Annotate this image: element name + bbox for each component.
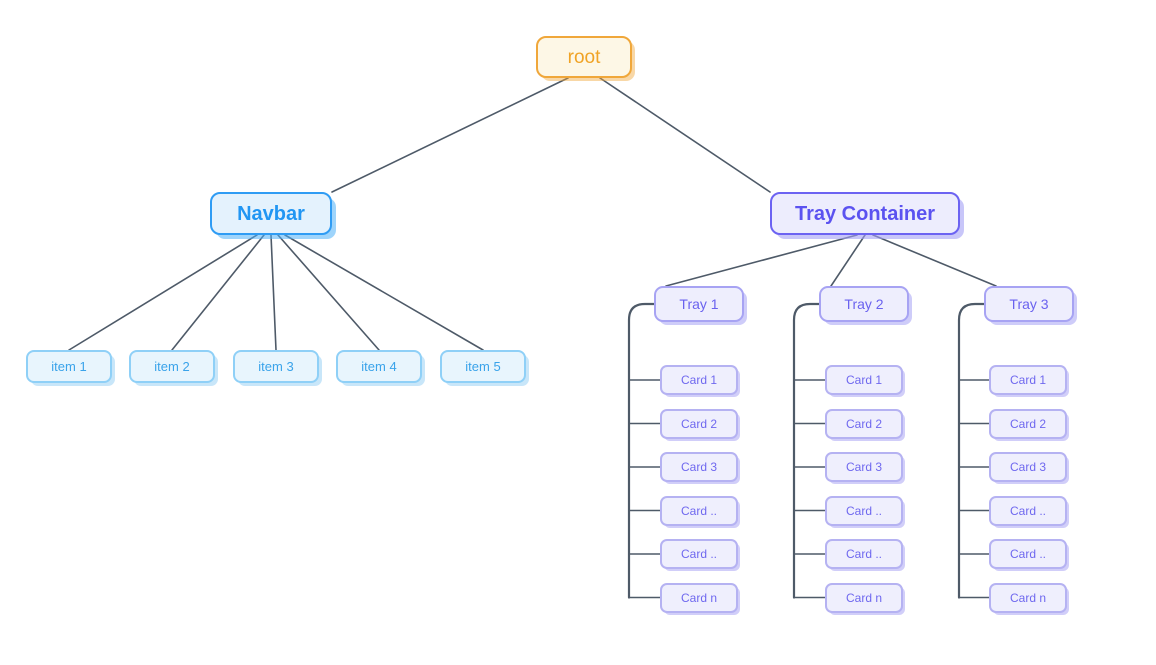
node-tray-2-card-5-label: Card .. xyxy=(845,547,882,561)
node-tray-1-card-1[interactable]: Card 1 xyxy=(660,365,738,395)
node-tray-2-card-2[interactable]: Card 2 xyxy=(825,408,903,439)
node-tray-1-card-3-label: Card 3 xyxy=(680,460,718,474)
node-item-1-label: item 1 xyxy=(51,359,87,374)
edge-tray-container-tray-2 xyxy=(830,234,866,287)
node-tray-2-card-6-label: Card n xyxy=(845,590,883,605)
node-tray-3-card-4-label: Card .. xyxy=(1009,503,1046,518)
node-tray-container[interactable]: Tray Container xyxy=(770,192,960,235)
node-tray-3-card-2-label: Card 2 xyxy=(1009,416,1047,431)
node-tray-3-card-1-label: Card 1 xyxy=(1009,373,1047,387)
node-tray-2-card-1[interactable]: Card 1 xyxy=(825,365,903,395)
node-tray-3-card-4[interactable]: Card .. xyxy=(989,495,1067,526)
node-tray-2-card-3-label: Card 3 xyxy=(845,460,883,474)
node-tray-3[interactable]: Tray 3 xyxy=(984,286,1074,322)
node-item-5-label: item 5 xyxy=(465,359,501,374)
node-tray-1-card-4-label: Card .. xyxy=(680,503,717,518)
node-tray-container-label: Tray Container xyxy=(794,202,936,225)
edge-navbar-item-5 xyxy=(284,234,484,351)
node-tray-3-card-5-label: Card .. xyxy=(1009,547,1046,561)
node-tray-2-card-4-label: Card .. xyxy=(845,503,882,518)
node-root[interactable]: root xyxy=(536,36,632,78)
edge-navbar-item-1 xyxy=(68,234,258,351)
node-tray-1[interactable]: Tray 1 xyxy=(654,286,744,322)
node-item-4-label: item 4 xyxy=(361,359,397,374)
edge-root-navbar xyxy=(331,77,569,193)
node-item-2[interactable]: item 2 xyxy=(129,350,215,383)
tray-2-trunk xyxy=(792,302,821,599)
node-tray-1-card-2[interactable]: Card 2 xyxy=(660,408,738,439)
node-tray-3-label: Tray 3 xyxy=(1009,296,1049,312)
node-tray-1-card-4[interactable]: Card .. xyxy=(660,495,738,526)
edge-tray-container-tray-1 xyxy=(665,234,858,287)
node-tray-1-card-6-label: Card n xyxy=(680,590,718,605)
node-item-4[interactable]: item 4 xyxy=(336,350,422,383)
node-root-label: root xyxy=(567,46,601,68)
node-tray-1-label: Tray 1 xyxy=(679,296,719,312)
node-tray-3-card-6-label: Card n xyxy=(1009,590,1047,605)
node-tray-2-card-3[interactable]: Card 3 xyxy=(825,452,903,482)
node-tray-2[interactable]: Tray 2 xyxy=(819,286,909,322)
tray-1-trunk xyxy=(627,302,656,599)
node-tray-1-card-1-label: Card 1 xyxy=(680,373,718,387)
tray-3-trunk xyxy=(957,302,986,599)
node-navbar-label: Navbar xyxy=(237,202,305,225)
edge-navbar-item-3 xyxy=(270,234,277,351)
node-tray-2-card-1-label: Card 1 xyxy=(845,373,883,387)
node-tray-3-card-5[interactable]: Card .. xyxy=(989,539,1067,569)
node-tray-1-card-3[interactable]: Card 3 xyxy=(660,452,738,482)
node-tray-1-card-5-label: Card .. xyxy=(680,547,717,561)
node-tray-2-card-2-label: Card 2 xyxy=(845,416,883,431)
node-tray-3-card-6[interactable]: Card n xyxy=(989,582,1067,613)
node-tray-3-card-1[interactable]: Card 1 xyxy=(989,365,1067,395)
edge-root-tray-container xyxy=(599,77,771,193)
node-tray-2-card-4[interactable]: Card .. xyxy=(825,495,903,526)
node-item-3[interactable]: item 3 xyxy=(233,350,319,383)
node-item-2-label: item 2 xyxy=(154,359,190,374)
node-tray-2-label: Tray 2 xyxy=(844,296,884,312)
edge-navbar-item-4 xyxy=(277,234,380,351)
node-item-5[interactable]: item 5 xyxy=(440,350,526,383)
node-item-3-label: item 3 xyxy=(258,359,294,374)
node-tray-3-card-3[interactable]: Card 3 xyxy=(989,452,1067,482)
node-navbar[interactable]: Navbar xyxy=(210,192,332,235)
node-tray-1-card-6[interactable]: Card n xyxy=(660,582,738,613)
node-tray-1-card-2-label: Card 2 xyxy=(680,416,718,431)
node-tray-2-card-6[interactable]: Card n xyxy=(825,582,903,613)
edge-navbar-item-2 xyxy=(171,234,265,351)
node-tray-2-card-5[interactable]: Card .. xyxy=(825,539,903,569)
edge-tray-container-tray-3 xyxy=(872,234,997,287)
node-tray-1-card-5[interactable]: Card .. xyxy=(660,539,738,569)
node-tray-3-card-3-label: Card 3 xyxy=(1009,460,1047,474)
node-item-1[interactable]: item 1 xyxy=(26,350,112,383)
node-tray-3-card-2[interactable]: Card 2 xyxy=(989,408,1067,439)
